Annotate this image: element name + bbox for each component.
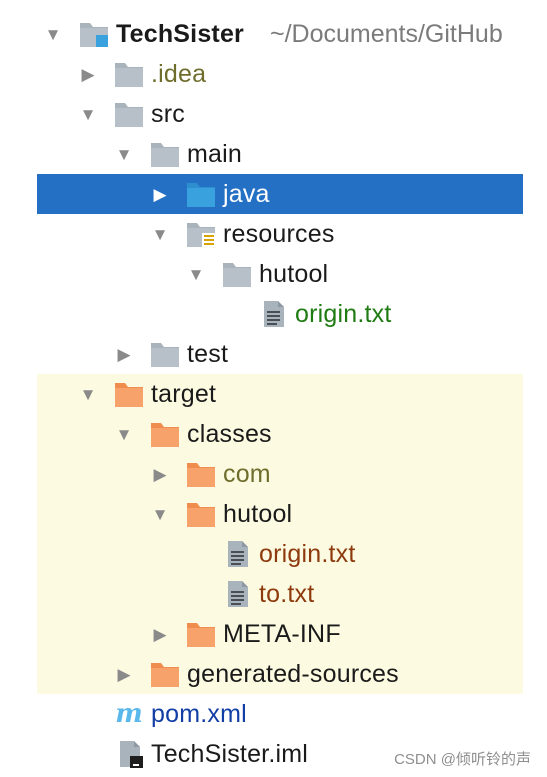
tree-row-com[interactable]: ▶ com (37, 454, 523, 494)
excluded-folder-icon (187, 623, 215, 647)
tree-label: META-INF (223, 620, 341, 648)
collapsed-arrow-icon[interactable]: ▶ (117, 344, 131, 364)
expanded-arrow-icon[interactable]: ▼ (44, 24, 62, 44)
tree-label: hutool (259, 260, 329, 288)
tree-label: hutool (223, 500, 293, 528)
text-file-icon (228, 581, 248, 607)
tree-label: target (151, 380, 217, 408)
tree-label: resources (223, 220, 335, 248)
folder-icon (151, 143, 179, 167)
project-name: TechSister (116, 20, 244, 48)
folder-icon (115, 103, 143, 127)
folder-icon (151, 343, 179, 367)
resources-folder-icon (187, 223, 215, 247)
excluded-folder-icon (151, 663, 179, 687)
tree-label: .idea (151, 60, 207, 88)
excluded-folder-icon (187, 463, 215, 487)
source-folder-icon (187, 183, 215, 207)
maven-icon: m (115, 700, 143, 728)
tree-row-src[interactable]: ▼ src (0, 94, 547, 134)
tree-row-resources[interactable]: ▼ resources (0, 214, 547, 254)
collapsed-arrow-icon[interactable]: ▶ (153, 624, 167, 644)
tree-label: origin.txt (259, 540, 356, 568)
tree-row-iml[interactable]: TechSister.iml (0, 734, 547, 774)
folder-icon (223, 263, 251, 287)
tree-label: generated-sources (187, 660, 399, 688)
text-file-icon (264, 301, 284, 327)
tree-row-java-selected[interactable]: ▶ java (37, 174, 523, 214)
tree-row-project-root[interactable]: ▼ TechSister ~/Documents/GitHub (0, 14, 547, 54)
tree-label: TechSister.iml (151, 740, 309, 768)
collapsed-arrow-icon[interactable]: ▶ (117, 664, 131, 684)
collapsed-arrow-icon[interactable]: ▶ (153, 464, 167, 484)
collapsed-arrow-icon[interactable]: ▶ (153, 184, 167, 204)
text-file-icon (228, 541, 248, 567)
iml-file-icon (120, 741, 143, 768)
tree-row-meta-inf[interactable]: ▶ META-INF (37, 614, 523, 654)
collapsed-arrow-icon[interactable]: ▶ (81, 64, 95, 84)
tree-row-to-txt[interactable]: to.txt (37, 574, 523, 614)
tree-label: java (223, 180, 270, 208)
tree-row-pom-xml[interactable]: m pom.xml (0, 694, 547, 734)
tree-label: main (187, 140, 242, 168)
tree-label: src (151, 100, 185, 128)
tree-label: pom.xml (151, 700, 247, 728)
tree-row-hutool-classes[interactable]: ▼ hutool (37, 494, 523, 534)
expanded-arrow-icon[interactable]: ▼ (79, 384, 97, 404)
expanded-arrow-icon[interactable]: ▼ (115, 424, 133, 444)
tree-label: com (223, 460, 271, 488)
expanded-arrow-icon[interactable]: ▼ (115, 144, 133, 164)
tree-row-origin-txt-classes[interactable]: origin.txt (37, 534, 523, 574)
folder-icon (115, 63, 143, 87)
tree-row-origin-txt[interactable]: origin.txt (0, 294, 547, 334)
tree-label: to.txt (259, 580, 315, 608)
excluded-folder-icon (187, 503, 215, 527)
excluded-folder-icon (151, 423, 179, 447)
tree-row-hutool[interactable]: ▼ hutool (0, 254, 547, 294)
watermark: CSDN @倾听铃的声 (394, 751, 531, 768)
expanded-arrow-icon[interactable]: ▼ (187, 264, 205, 284)
tree-label: origin.txt (295, 300, 392, 328)
svg-text:m: m (115, 700, 143, 728)
expanded-arrow-icon[interactable]: ▼ (151, 504, 169, 524)
tree-row-idea[interactable]: ▶ .idea (0, 54, 547, 94)
project-path: ~/Documents/GitHub (270, 20, 503, 48)
expanded-arrow-icon[interactable]: ▼ (151, 224, 169, 244)
tree-row-main[interactable]: ▼ main (0, 134, 547, 174)
tree-row-test[interactable]: ▶ test (0, 334, 547, 374)
expanded-arrow-icon[interactable]: ▼ (79, 104, 97, 124)
tree-label: classes (187, 420, 272, 448)
excluded-folder-icon (115, 383, 143, 407)
tree-row-generated-sources[interactable]: ▶ generated-sources (37, 654, 523, 694)
tree-row-target[interactable]: ▼ target (37, 374, 523, 414)
module-folder-icon (80, 23, 108, 47)
tree-label: test (187, 340, 229, 368)
tree-row-classes[interactable]: ▼ classes (37, 414, 523, 454)
